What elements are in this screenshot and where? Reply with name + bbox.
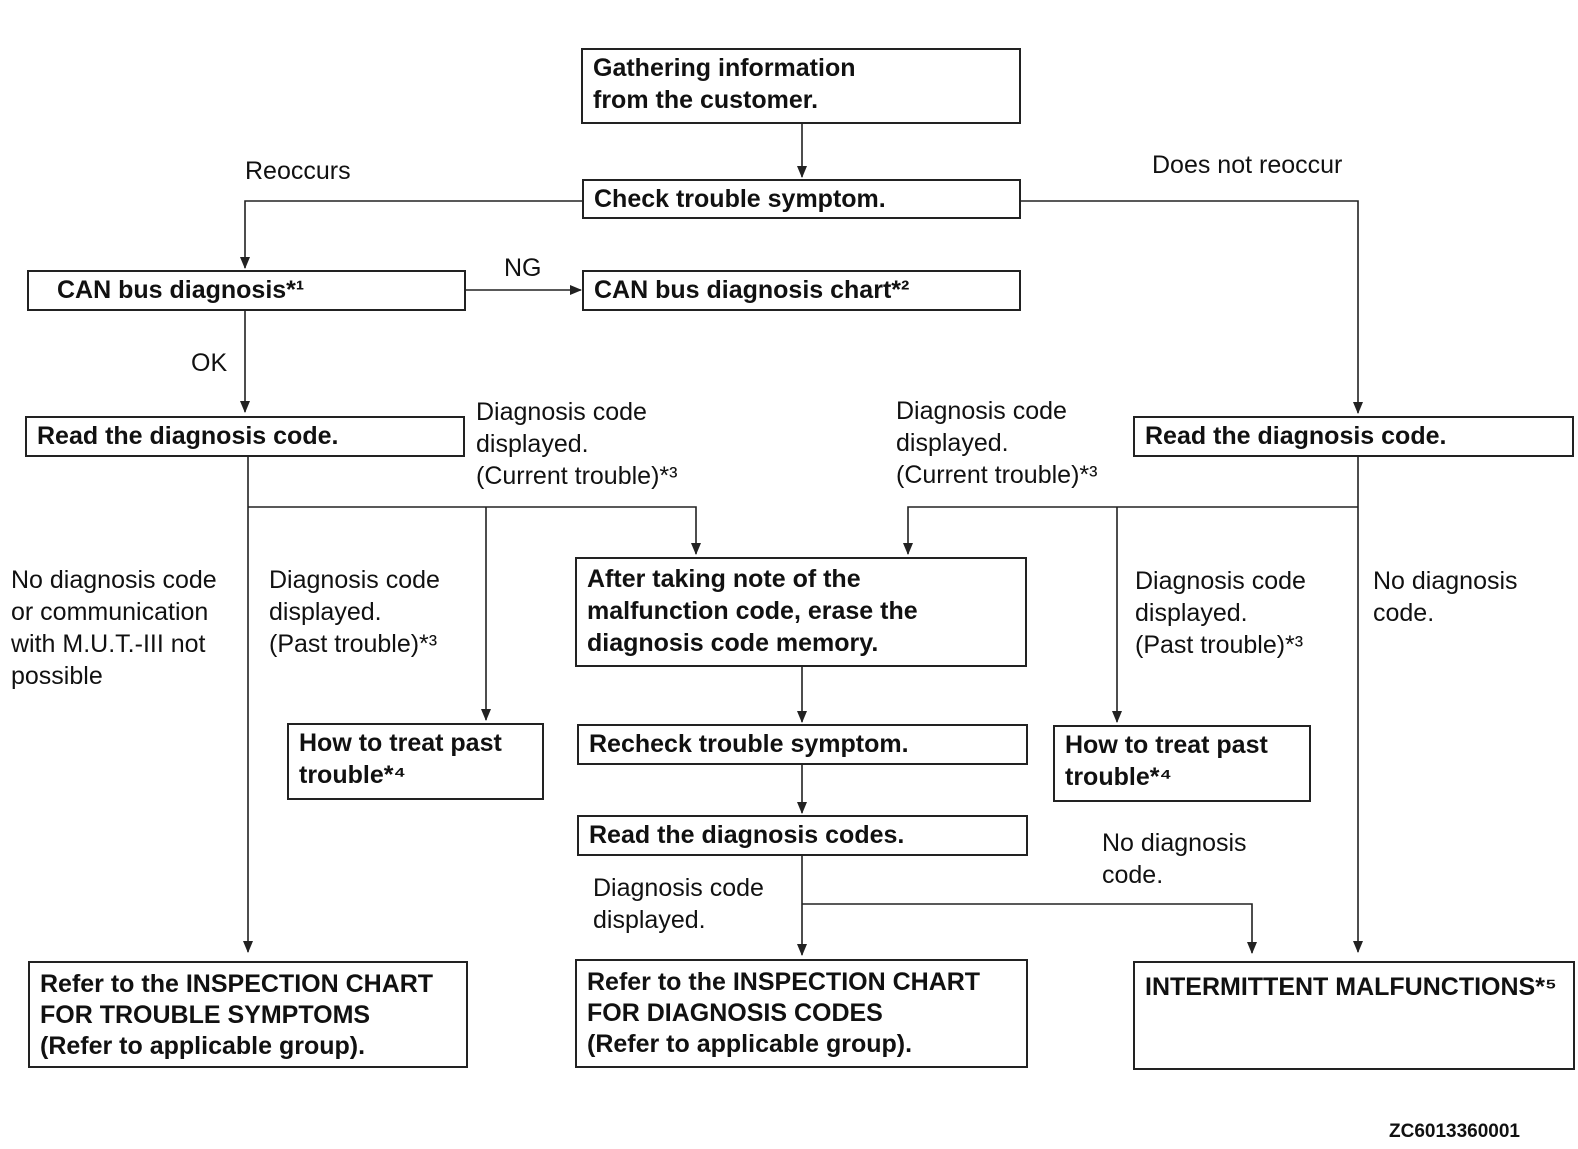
box-can-bus-diagnosis: CAN bus diagnosis*¹: [27, 270, 466, 311]
box-ref-codes: Refer to the INSPECTION CHART FOR DIAGNO…: [575, 959, 1028, 1068]
label-no-code-or-communication: No diagnosis code or communication with …: [11, 566, 217, 690]
label-ok: OK: [191, 349, 228, 377]
box-check-symptom: Check trouble symptom.: [582, 179, 1021, 219]
label-no-code-right: No diagnosis code.: [1373, 567, 1518, 627]
box-can-bus-chart: CAN bus diagnosis chart*²: [582, 270, 1021, 311]
arrow-check-read-right: [1021, 200, 1363, 414]
box-gather-info: Gathering information from the customer.: [581, 48, 1021, 124]
box-read-codes: Read the diagnosis codes.: [577, 815, 1028, 856]
box-intermittent: INTERMITTENT MALFUNCTIONS*⁵: [1133, 961, 1575, 1070]
label-does-not-reoccur: Does not reoccur: [1152, 151, 1343, 179]
figure-id: ZC6013360001: [1389, 1121, 1520, 1142]
label-past-trouble-right: Diagnosis code displayed. (Past trouble)…: [1135, 567, 1306, 659]
label-reoccurs: Reoccurs: [245, 157, 351, 185]
arrow-check-can: [240, 200, 582, 269]
label-current-trouble-left: Diagnosis code displayed. (Current troub…: [476, 398, 678, 490]
arrow-read-intermittent: [802, 903, 1257, 954]
box-erase-memory: After taking note of the malfunction cod…: [575, 557, 1027, 667]
box-read-code-right: Read the diagnosis code.: [1133, 416, 1574, 457]
arrow-right-to-erase: [903, 506, 1358, 555]
box-past-trouble-right: How to treat past trouble*⁴: [1053, 725, 1311, 802]
box-read-code-left: Read the diagnosis code.: [25, 416, 465, 457]
box-recheck-symptom: Recheck trouble symptom.: [577, 724, 1028, 765]
label-no-code-mid: No diagnosis code.: [1102, 829, 1247, 889]
label-ng: NG: [504, 254, 542, 282]
label-current-trouble-right: Diagnosis code displayed. (Current troub…: [896, 397, 1098, 489]
label-code-displayed: Diagnosis code displayed.: [593, 874, 764, 934]
box-ref-symptoms: Refer to the INSPECTION CHART FOR TROUBL…: [28, 961, 468, 1068]
box-past-trouble-left: How to treat past trouble*⁴: [287, 723, 544, 800]
label-past-trouble-left: Diagnosis code displayed. (Past trouble)…: [269, 566, 440, 658]
arrow-left-to-erase: [248, 506, 701, 555]
